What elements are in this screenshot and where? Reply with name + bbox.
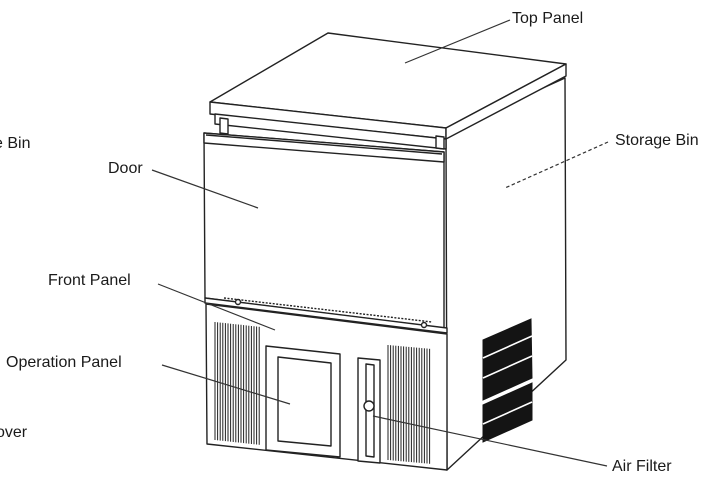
operation-panel-label: Operation Panel bbox=[6, 354, 122, 371]
storage-bin-label: Storage Bin bbox=[615, 132, 699, 149]
leader-air-filter bbox=[372, 415, 608, 467]
leader-front-panel bbox=[157, 283, 276, 331]
side-vent bbox=[482, 318, 533, 443]
cropped-bin-label: e Bin bbox=[0, 135, 31, 152]
right-vent-grille bbox=[387, 345, 431, 464]
cropped-cover-label: over bbox=[0, 424, 28, 441]
door bbox=[203, 132, 445, 329]
door-label: Door bbox=[108, 160, 143, 177]
leader-storage-bin bbox=[504, 141, 609, 189]
air-filter-label: Air Filter bbox=[612, 458, 672, 475]
leader-door bbox=[151, 169, 259, 209]
front-panel-label: Front Panel bbox=[48, 272, 131, 289]
top-panel-label: Top Panel bbox=[512, 10, 584, 27]
top-panel-side-edge bbox=[445, 63, 567, 140]
leader-top-panel bbox=[404, 19, 511, 64]
left-vent-grille bbox=[214, 322, 260, 445]
leader-operation-panel bbox=[161, 364, 291, 405]
